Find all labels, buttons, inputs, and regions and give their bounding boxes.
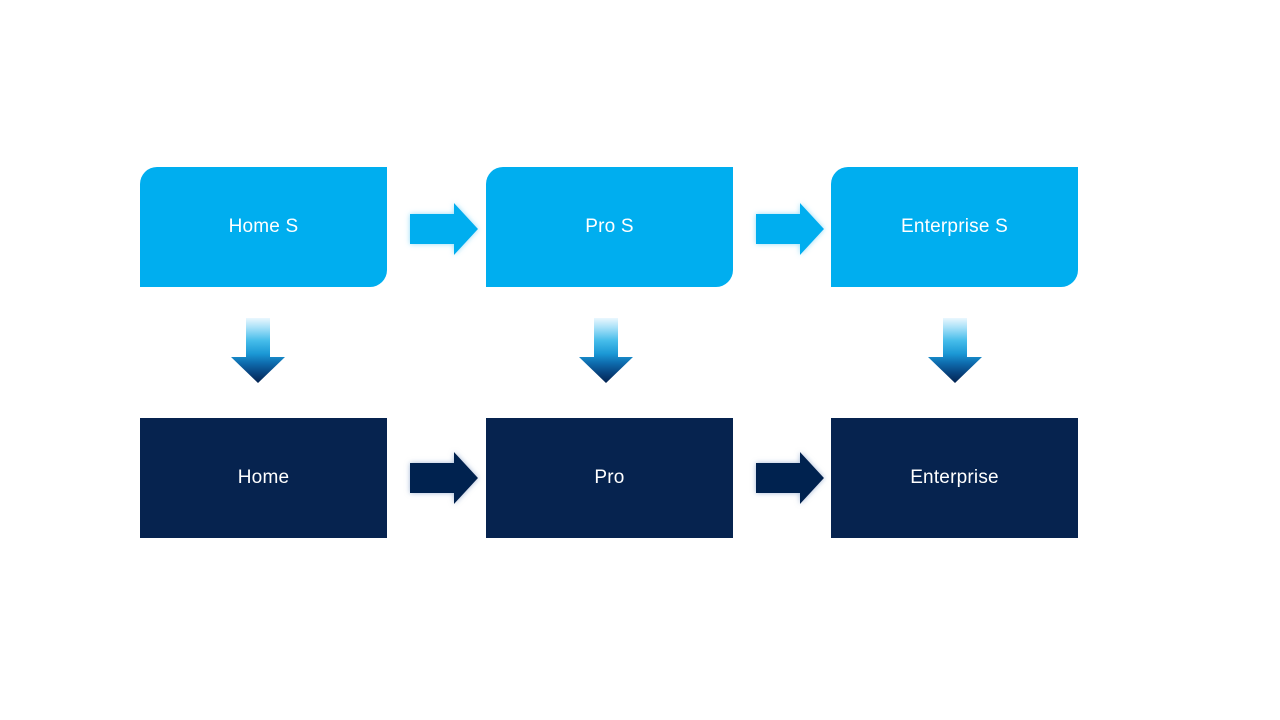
arrow-down-icon — [579, 318, 633, 383]
box-enterprise-s-label: Enterprise S — [901, 216, 1008, 237]
box-enterprise: Enterprise — [831, 418, 1078, 538]
arrow-down-icon — [928, 318, 982, 383]
arrow-right-icon — [756, 203, 824, 255]
arrow-down-icon — [231, 318, 285, 383]
arrow-right-icon — [410, 452, 478, 504]
box-pro-label: Pro — [594, 467, 625, 488]
box-home-label: Home — [237, 467, 290, 488]
box-pro-s: Pro S — [486, 167, 733, 287]
arrow-right-icon — [410, 203, 478, 255]
arrow-right-icon — [756, 452, 824, 504]
box-enterprise-label: Enterprise — [910, 467, 999, 488]
box-home-s-label: Home S — [228, 216, 299, 237]
box-pro: Pro — [486, 418, 733, 538]
box-home: Home — [140, 418, 387, 538]
box-enterprise-s: Enterprise S — [831, 167, 1078, 287]
box-pro-s-label: Pro S — [585, 216, 634, 237]
box-home-s: Home S — [140, 167, 387, 287]
